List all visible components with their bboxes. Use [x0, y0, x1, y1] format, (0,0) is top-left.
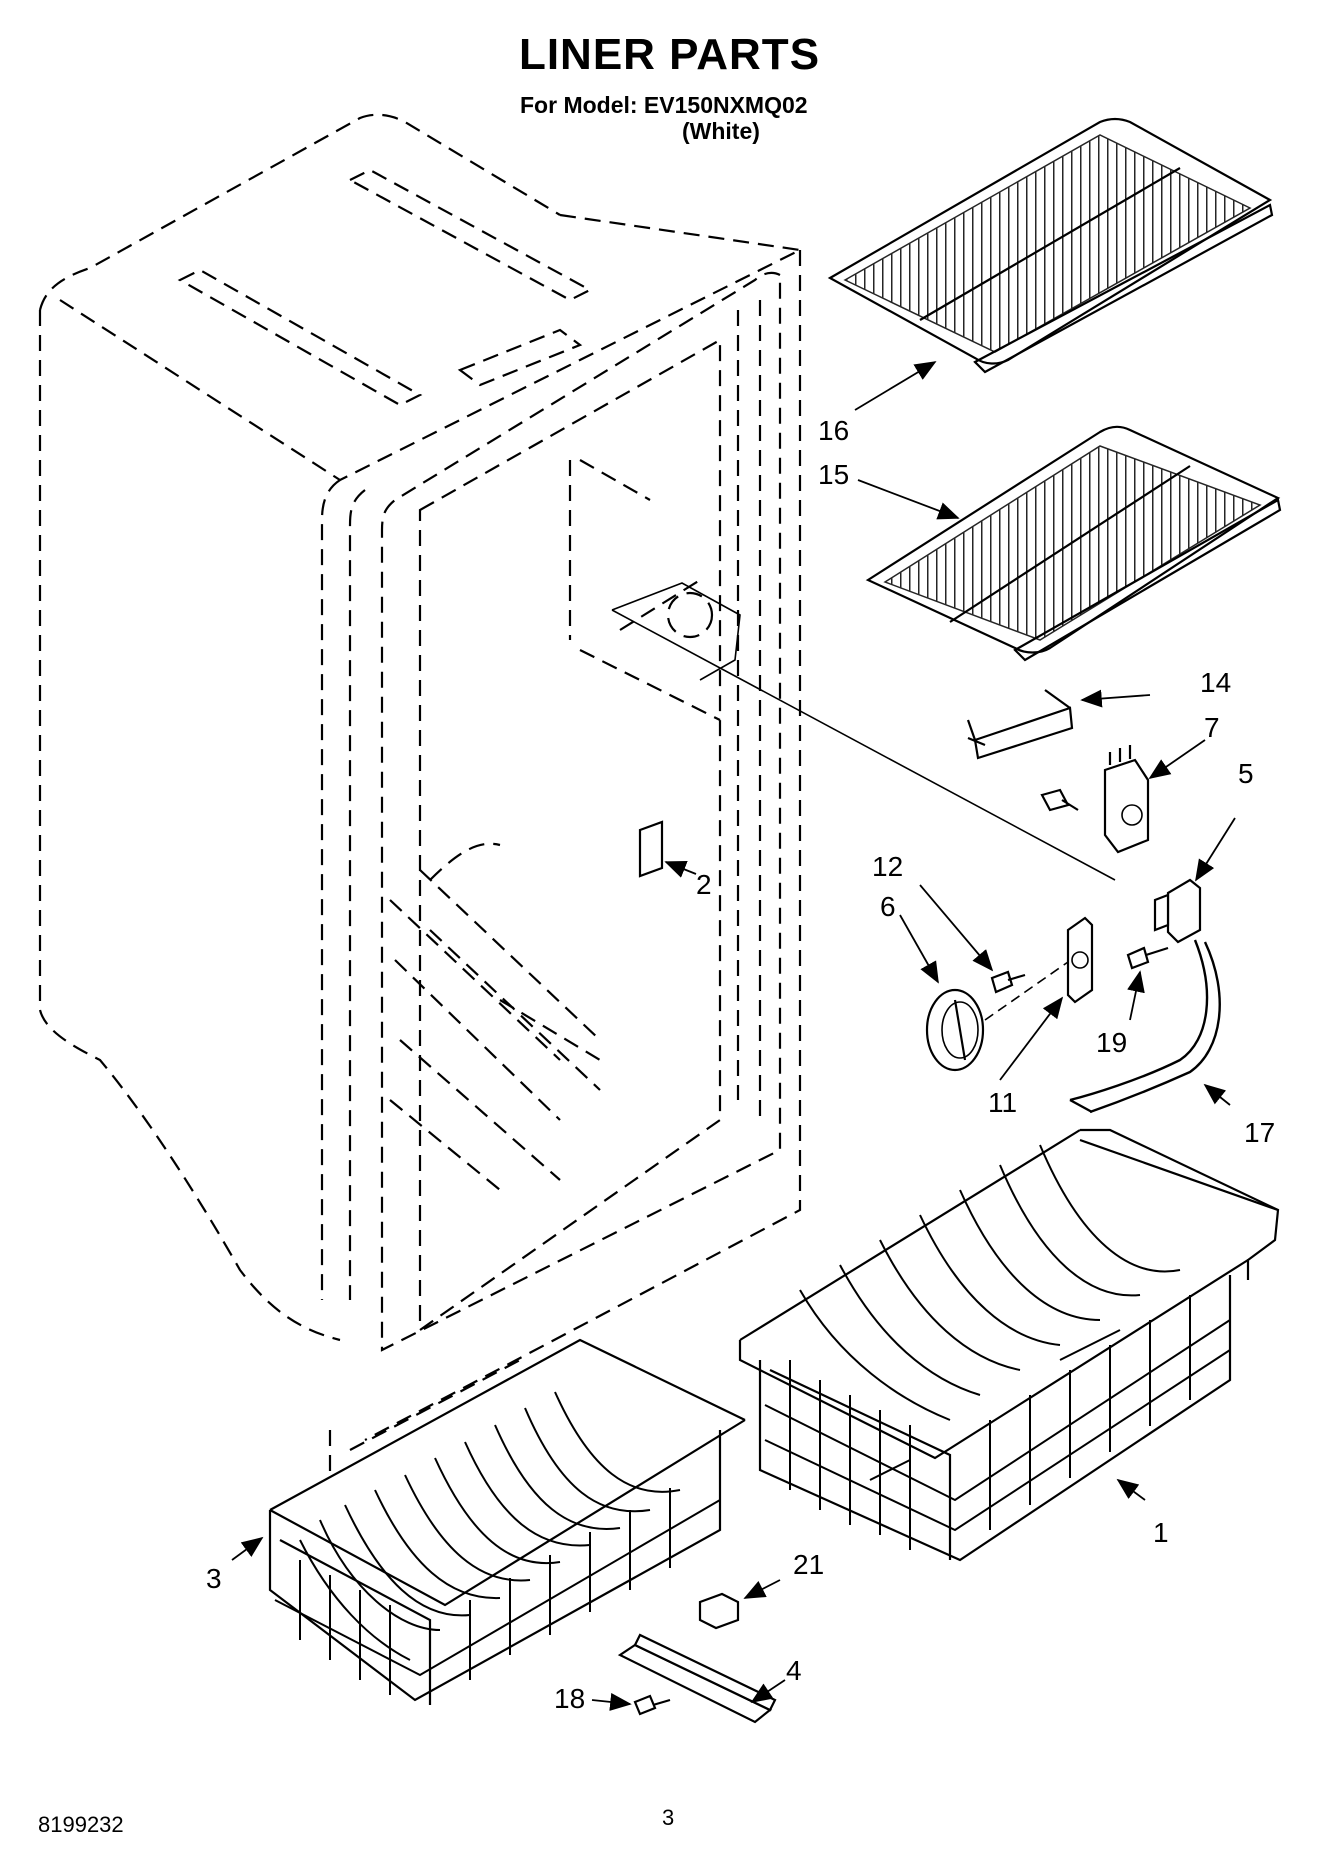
- callout-18: 18: [554, 1683, 585, 1714]
- wire-shelf-lower: [865, 425, 1282, 662]
- page-number: 3: [662, 1805, 675, 1830]
- freezer-liner-outline: [38, 113, 802, 1480]
- callout-1: 1: [1153, 1517, 1169, 1548]
- callout-21: 21: [793, 1549, 824, 1580]
- freezer-basket-small: [231, 1338, 746, 1705]
- wire-shelf-upper: [827, 117, 1274, 374]
- document-number: 8199232: [38, 1812, 124, 1837]
- callout-7: 7: [1204, 712, 1220, 743]
- screw-12: [919, 884, 1026, 994]
- evaporator-outline: [611, 582, 1116, 881]
- callout-14: 14: [1200, 667, 1231, 698]
- callout-4: 4: [786, 1655, 802, 1686]
- callout-5: 5: [1238, 758, 1254, 789]
- shelf-stop-bracket: [966, 689, 1151, 760]
- basket-rail: [617, 1633, 786, 1724]
- callout-12: 12: [872, 851, 903, 882]
- part-label-card: [638, 820, 697, 878]
- callout-6: 6: [880, 891, 896, 922]
- screw-19: [1126, 946, 1169, 1021]
- light-switch: [1153, 817, 1236, 944]
- model-label: For Model: EV150NXMQ02: [520, 92, 808, 118]
- callout-11: 11: [988, 1087, 1017, 1118]
- control-knob: [899, 914, 1069, 1072]
- control-bracket: [999, 916, 1094, 1081]
- screw-18: [591, 1692, 671, 1716]
- callout-17: 17: [1244, 1117, 1275, 1148]
- callout-16: 16: [818, 415, 849, 446]
- callout-15: 15: [818, 459, 849, 490]
- basket-stop: [698, 1579, 781, 1630]
- wire-harness: [1069, 939, 1231, 1114]
- callout-2: 2: [696, 869, 712, 900]
- thermostat-control: [1040, 739, 1206, 854]
- page-title: LINER PARTS: [518, 30, 821, 79]
- color-label: (White): [682, 118, 760, 144]
- callout-19: 19: [1096, 1027, 1127, 1058]
- freezer-basket-large: [738, 1128, 1280, 1562]
- callout-3: 3: [206, 1563, 222, 1594]
